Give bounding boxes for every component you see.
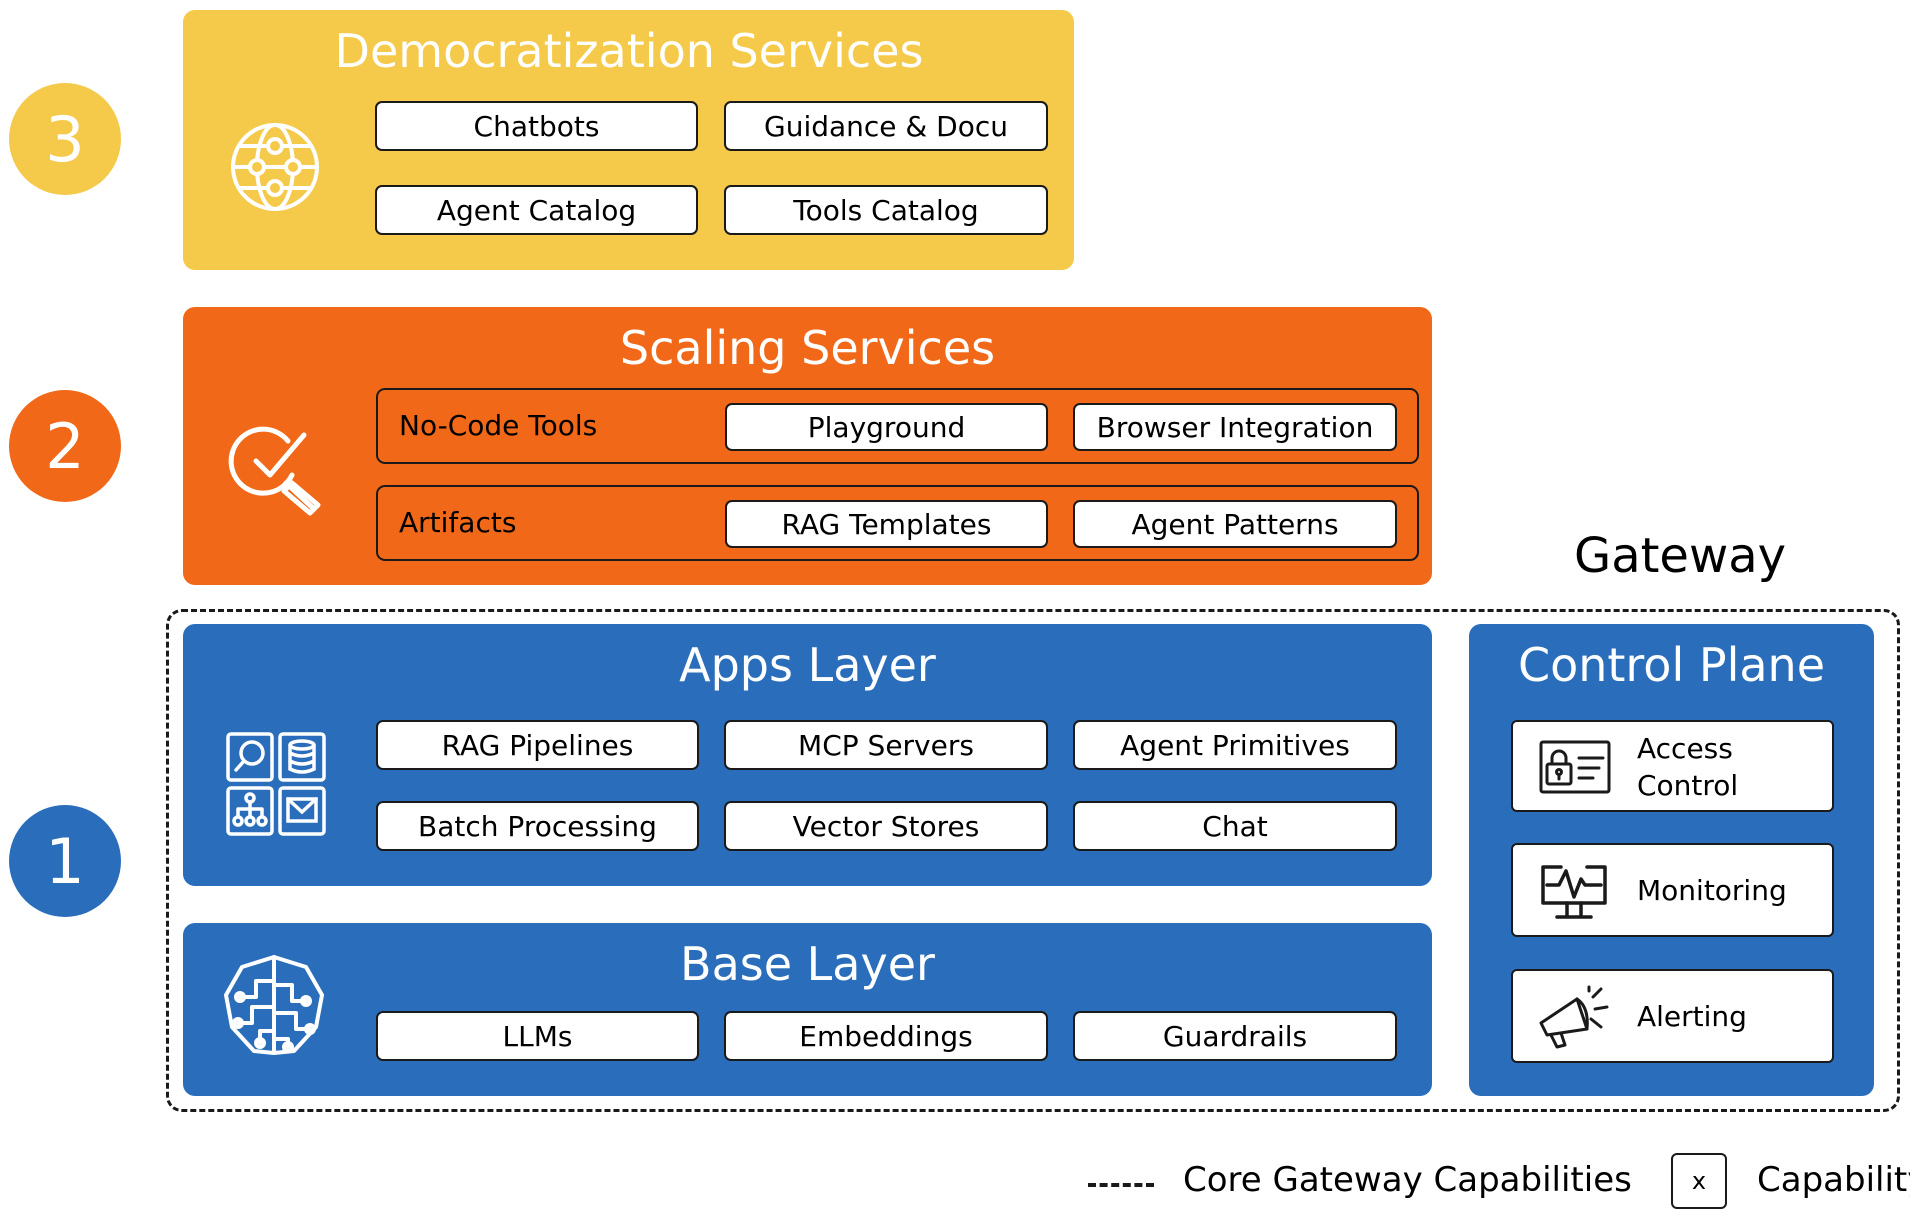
apps-grid-icon [226, 732, 326, 836]
vector-stores-item: Vector Stores [724, 801, 1048, 851]
monitoring-label: Monitoring [1637, 874, 1787, 907]
base-layer-title: Base Layer [680, 937, 935, 991]
alerting-label: Alerting [1637, 1000, 1747, 1033]
llms-item: LLMs [376, 1011, 699, 1061]
globe-network-icon [228, 120, 322, 214]
agent-catalog-item: Agent Catalog [375, 185, 698, 235]
no-code-tools-group: No-Code Tools Playground Browser Integra… [376, 388, 1419, 464]
access-control-card: Access Control [1511, 720, 1834, 812]
agent-primitives-item: Agent Primitives [1073, 720, 1397, 770]
scaling-services-panel: Scaling Services No-Code Tools Playgroun… [183, 307, 1432, 585]
no-code-tools-label: No-Code Tools [399, 409, 598, 442]
access-control-line1: Access [1637, 732, 1733, 765]
tools-catalog-item: Tools Catalog [724, 185, 1048, 235]
badge-1: 1 [9, 805, 121, 917]
guidance-docu-item: Guidance & Docu [724, 101, 1048, 151]
apps-layer-panel: Apps Layer RAG Pipelines MCP Servers Age… [183, 624, 1432, 886]
guardrails-item: Guardrails [1073, 1011, 1397, 1061]
legend-dashed-line [1088, 1183, 1154, 1187]
badge-2: 2 [9, 390, 121, 502]
control-plane-panel: Control Plane Access Control Monit [1469, 624, 1874, 1096]
chat-item: Chat [1073, 801, 1397, 851]
monitoring-card: Monitoring [1511, 843, 1834, 937]
id-card-lock-icon [1539, 740, 1611, 798]
brain-circuit-icon [220, 951, 328, 1059]
browser-integration-item: Browser Integration [1073, 403, 1397, 451]
rag-pipelines-item: RAG Pipelines [376, 720, 699, 770]
rag-templates-item: RAG Templates [725, 500, 1048, 548]
scaling-title: Scaling Services [619, 321, 996, 375]
legend-capability-box: x [1671, 1153, 1727, 1209]
megaphone-icon [1537, 985, 1611, 1055]
embeddings-item: Embeddings [724, 1011, 1048, 1061]
base-layer-panel: Base Layer LLMs Embeddings Guardrails [183, 923, 1432, 1096]
artifacts-group: Artifacts RAG Templates Agent Patterns [376, 485, 1419, 561]
chatbots-item: Chatbots [375, 101, 698, 151]
legend-dashed-label: Core Gateway Capabilities [1183, 1160, 1632, 1200]
artifacts-label: Artifacts [399, 506, 517, 539]
search-check-icon [226, 419, 326, 519]
alerting-card: Alerting [1511, 969, 1834, 1063]
mcp-servers-item: MCP Servers [724, 720, 1048, 770]
gateway-label: Gateway [1574, 528, 1787, 584]
democratization-services-panel: Democratization Services Chatbots Guidan… [183, 10, 1074, 270]
apps-layer-title: Apps Layer [679, 638, 936, 692]
agent-patterns-item: Agent Patterns [1073, 500, 1397, 548]
access-control-label: Access Control [1637, 730, 1738, 804]
batch-processing-item: Batch Processing [376, 801, 699, 851]
badge-3: 3 [9, 83, 121, 195]
gateway-dashed-border [166, 609, 1900, 1112]
legend-capability-label: Capability [1757, 1160, 1910, 1200]
playground-item: Playground [725, 403, 1048, 451]
monitor-pulse-icon [1539, 861, 1609, 929]
democratization-title: Democratization Services [334, 24, 924, 78]
access-control-line2: Control [1637, 769, 1739, 802]
control-plane-title: Control Plane [1517, 638, 1826, 692]
